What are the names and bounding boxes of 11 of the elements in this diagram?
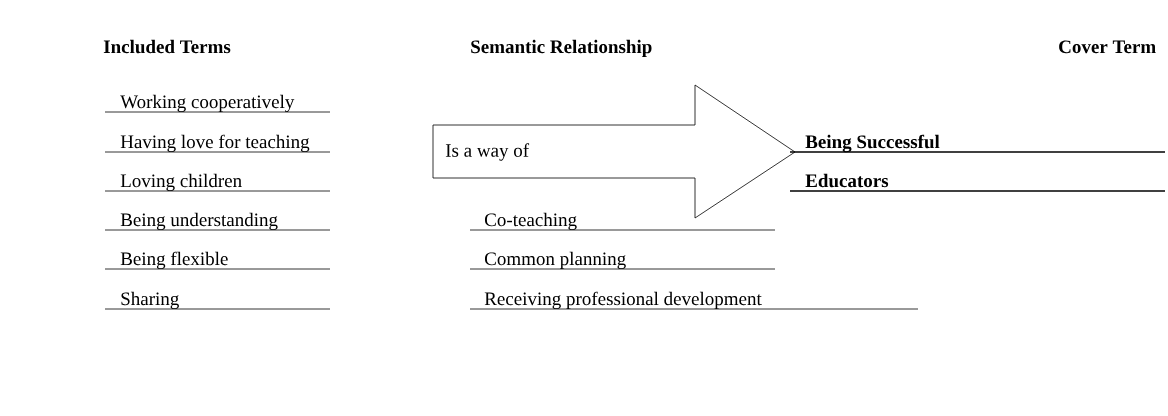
underlined-term: Sharing <box>104 291 331 310</box>
underlined-term: Working cooperatively <box>104 94 331 113</box>
underlined-term: Being flexible <box>104 251 331 270</box>
underlined-term: Having love for teaching <box>104 134 331 153</box>
column-heading: Included Terms <box>103 39 231 54</box>
column-heading: Semantic Relationship <box>471 39 652 58</box>
underlined-term: Common planning <box>469 251 776 270</box>
underlined-term: Loving children <box>104 173 331 192</box>
underlined-term: Receiving professional development <box>469 291 919 310</box>
column-heading: Cover Term <box>1059 40 1156 54</box>
underlined-term: Being understanding <box>104 212 331 231</box>
